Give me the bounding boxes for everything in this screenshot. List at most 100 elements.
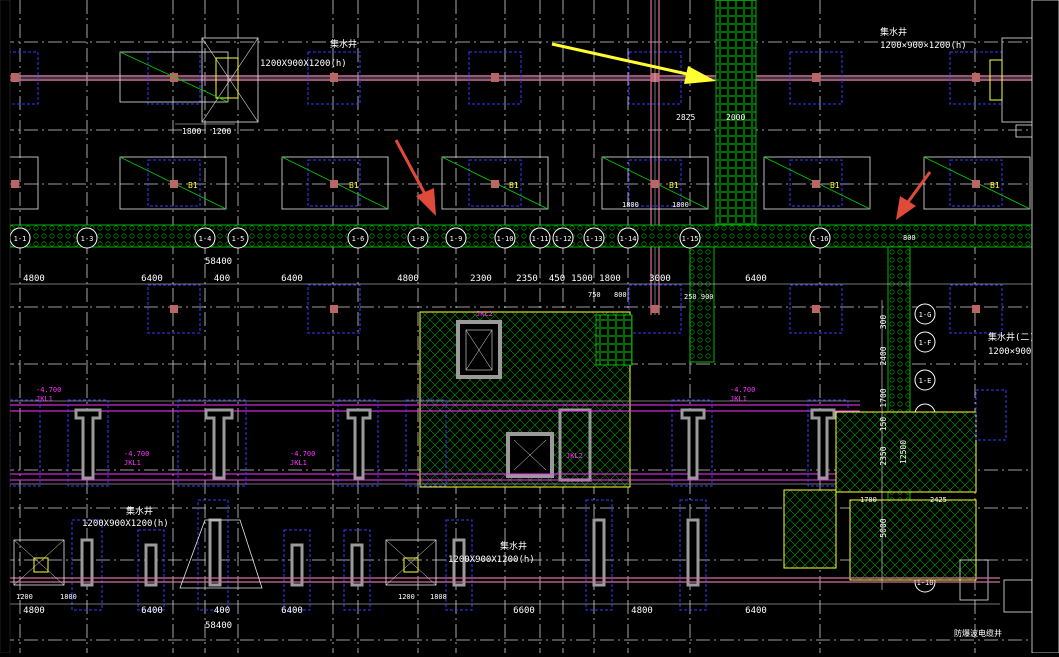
- level-tag: -4.700: [124, 450, 149, 458]
- pile-tags: B1 B1 B1 B1 B1 B1: [188, 181, 1000, 190]
- bottom-dim-value: 6400: [141, 606, 163, 616]
- top-beam-row: [0, 75, 1059, 81]
- left-edge: [0, 0, 11, 654]
- axis-bubble-label: 1-1: [14, 235, 27, 243]
- axis-bubble: [194, 227, 216, 249]
- bottom-dim-value: 6400: [281, 606, 303, 616]
- dim-2000: 2000: [726, 113, 745, 122]
- trench-horizontal: [9, 224, 1033, 248]
- top-dim-value: 1800: [599, 274, 621, 284]
- axis-bubble: [494, 227, 516, 249]
- right-dim-value: 2350: [879, 446, 888, 465]
- level-tag: JKL1: [290, 459, 307, 467]
- trench-branch-mid: [689, 246, 715, 363]
- right-dim-value: 1700: [879, 388, 888, 407]
- pile-tag: B1: [990, 181, 1000, 190]
- top-column-footings: [0, 51, 1003, 105]
- dim-1200-b: 1200: [16, 593, 33, 601]
- dim-2825: 2825: [676, 113, 695, 122]
- dim-250-900: 250 900: [684, 293, 714, 301]
- vertical-corridor: [650, 0, 660, 315]
- pile-tag: B1: [830, 181, 840, 190]
- axis-bubble-label: 1-6: [352, 235, 365, 243]
- axis-bubble: [445, 227, 467, 249]
- axis-bubble-label: 1-E: [919, 377, 932, 385]
- sump-label-4: 集水井: [500, 540, 527, 552]
- right-dim-value: 12500: [899, 440, 908, 464]
- dim-1808: 1808: [430, 593, 447, 601]
- sump-spec-4: 1200X900X1200(h): [448, 555, 535, 565]
- sump-spec-3: 1200X900X1200(h): [82, 519, 169, 529]
- dim-800-vertical: 800: [903, 234, 916, 242]
- top-dim-value: 6400: [745, 274, 767, 284]
- axis-bubble-label: 1-12: [555, 235, 572, 243]
- axis-bubble-label: 1-16: [812, 235, 829, 243]
- sump-label-3: 集水井: [126, 505, 153, 517]
- sump-spec-5: 1200×900: [988, 347, 1031, 357]
- sump-spec-1: 1200X900X1200(h): [260, 59, 347, 69]
- axis-bubble-label: 1-F: [919, 339, 932, 347]
- sump-spec-2: 1200×900×1200(h): [880, 41, 967, 51]
- dim-2425: 2425: [930, 496, 947, 504]
- axis-bubble: [914, 331, 936, 353]
- top-dim-value: 1500: [571, 274, 593, 284]
- axis-bubble-label: 1-18: [917, 579, 934, 587]
- level-tags: -4.700 JKL1 -4.700 JKL1 -4.700 JKL1 -4.7…: [36, 310, 755, 467]
- sump-label-2: 集水井: [880, 26, 907, 38]
- top-dim-value: 6400: [141, 274, 163, 284]
- dim-800-b: 800: [614, 291, 627, 299]
- axis-bubble-label: 1-9: [450, 235, 463, 243]
- level-tag: JKL2: [566, 452, 583, 460]
- bottom-dim-value: 6600: [513, 606, 535, 616]
- axis-bubble-label: 1-13: [586, 235, 603, 243]
- top-dim-value: 2300: [470, 274, 492, 284]
- yellow-arrow: [551, 42, 716, 84]
- top-dim-value: 2350: [516, 274, 538, 284]
- top-dim-value: 450: [549, 274, 565, 284]
- dim-1800-c: 1800: [672, 201, 689, 209]
- sump-label-1: 集水井: [330, 38, 357, 50]
- dim-1800-a: 1800: [182, 127, 201, 136]
- red-arrow-left: [394, 139, 436, 216]
- bottom-dim-value: 4800: [631, 606, 653, 616]
- sump-label-5: 集水井(二): [988, 331, 1035, 343]
- pile-tag: B1: [669, 181, 679, 190]
- axis-bubble: [347, 227, 369, 249]
- axis-bubble: [617, 227, 639, 249]
- right-dim-value: 300: [879, 315, 888, 330]
- level-tag: -4.700: [730, 386, 755, 394]
- top-dim-value: 3000: [649, 274, 671, 284]
- axis-bubble-label: 1-8: [412, 235, 425, 243]
- top-dim-value: 400: [214, 274, 230, 284]
- axis-bubble: [809, 227, 831, 249]
- axis-bubble-label: 1-14: [620, 235, 637, 243]
- top-dim-value: 4800: [23, 274, 45, 284]
- axis-bubble: [914, 369, 936, 391]
- note-bottom-right: 防爆波电缆井: [954, 628, 1002, 638]
- bottom-dim-value: 4800: [23, 606, 45, 616]
- level-tag: -4.700: [290, 450, 315, 458]
- axis-bubble-label: 1-15: [682, 235, 699, 243]
- axis-bubble-label: 1-3: [81, 235, 94, 243]
- mid-column-footings: [147, 284, 1003, 334]
- dim-1800-d: 1800: [60, 593, 77, 601]
- dim-1200-c: 1200: [398, 593, 415, 601]
- level-tag: -4.700: [36, 386, 61, 394]
- axis-bubble-label: 1-4: [199, 235, 212, 243]
- axis-bubble: [407, 227, 429, 249]
- axis-bubble: [583, 227, 605, 249]
- axis-bubble-label: 1-G: [919, 311, 932, 319]
- level-tag: JKL1: [124, 459, 141, 467]
- right-dim-value: 5000: [879, 518, 888, 537]
- sump-pit-top-left: [119, 37, 259, 125]
- axis-grid-vertical: [19, 0, 976, 653]
- axis-bubble: [529, 227, 551, 249]
- top-total-dim: 58400: [205, 257, 232, 267]
- axis-bubble-label: 1-10: [497, 235, 514, 243]
